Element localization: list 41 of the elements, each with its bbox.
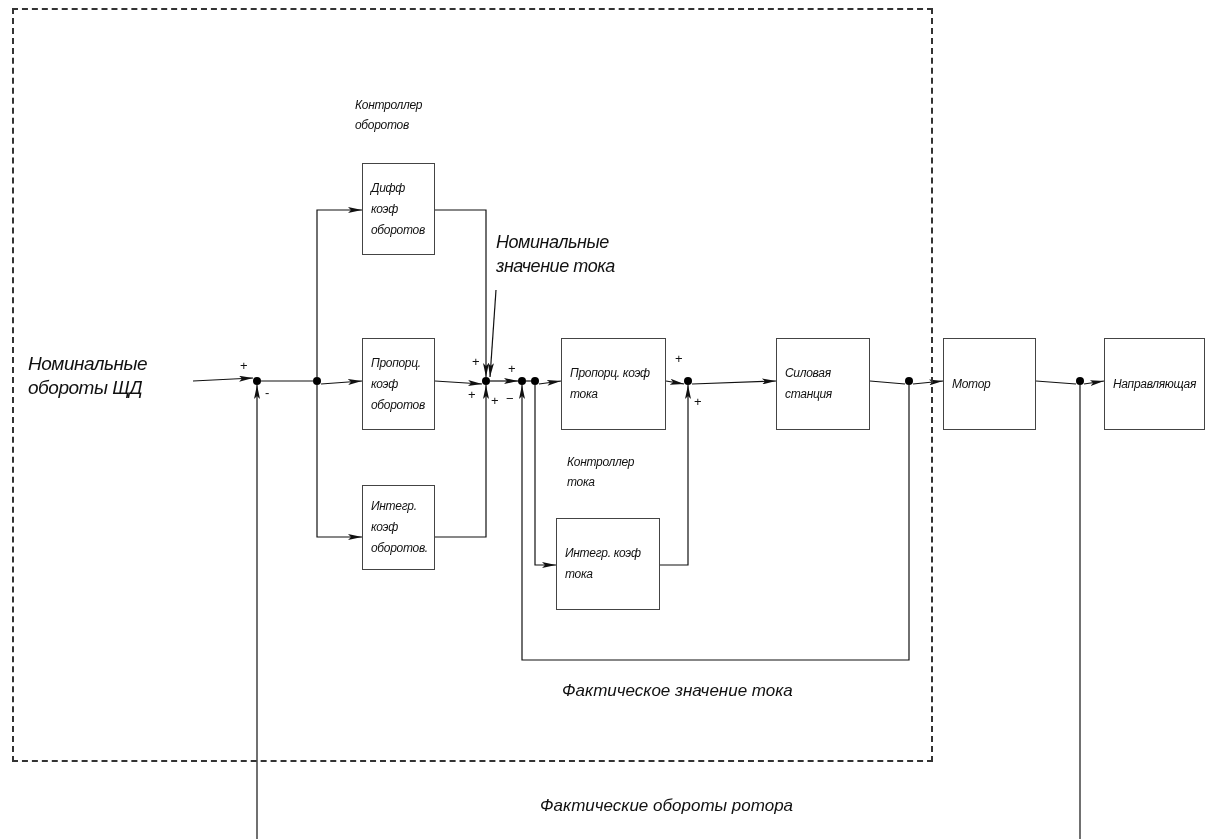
signal-arrow bbox=[665, 378, 685, 385]
block-box: Мотор bbox=[943, 338, 1036, 430]
sign-label: + bbox=[240, 359, 248, 372]
signal-arrow bbox=[254, 384, 260, 839]
signal-arrow bbox=[659, 384, 691, 566]
signal-arrow bbox=[434, 380, 483, 387]
sign-label: + bbox=[468, 388, 476, 401]
sign-label: + bbox=[472, 355, 480, 368]
block-box: Пропорц. коэф оборотов bbox=[362, 338, 435, 430]
signal-arrow bbox=[316, 207, 363, 378]
signal-text: Номинальные обороты ЩД bbox=[28, 352, 193, 404]
block-box: Пропорц. коэф тока bbox=[561, 338, 666, 430]
sign-label: + bbox=[508, 362, 516, 375]
signal-arrow bbox=[691, 378, 777, 385]
signal-text: Фактические обороты ротора bbox=[540, 795, 795, 817]
block-box: Направляющая bbox=[1104, 338, 1205, 430]
signal-arrow bbox=[912, 379, 944, 386]
signal-arrow bbox=[534, 384, 557, 568]
signal-arrow bbox=[489, 378, 519, 384]
sign-label: - bbox=[265, 386, 270, 399]
block-box: Силовая станция bbox=[776, 338, 870, 430]
group-label: Контроллер оборотов bbox=[355, 97, 424, 134]
signal-arrow bbox=[519, 384, 910, 661]
leader-line bbox=[487, 289, 497, 378]
block-box: Интегр. коэф тока bbox=[556, 518, 660, 610]
block-box: Интегр. коэф оборотов. bbox=[362, 485, 435, 570]
signal-arrow bbox=[434, 384, 489, 538]
sign-label: + bbox=[675, 352, 683, 365]
signal-arrow bbox=[320, 379, 363, 385]
dashed-boundary bbox=[12, 8, 933, 762]
sign-label: + bbox=[694, 395, 702, 408]
sign-label: + bbox=[491, 394, 499, 407]
block-box: Дифф коэф оборотов bbox=[362, 163, 435, 255]
signal-arrow bbox=[538, 379, 562, 386]
signal-arrow bbox=[192, 375, 254, 382]
signal-arrow bbox=[316, 384, 363, 540]
signal-arrow bbox=[1083, 380, 1105, 387]
sign-label: − bbox=[506, 392, 514, 405]
signal-arrow bbox=[434, 209, 489, 378]
signal-text: Номинальные значение тока bbox=[496, 230, 656, 290]
group-label: Контроллер тока bbox=[567, 454, 636, 491]
